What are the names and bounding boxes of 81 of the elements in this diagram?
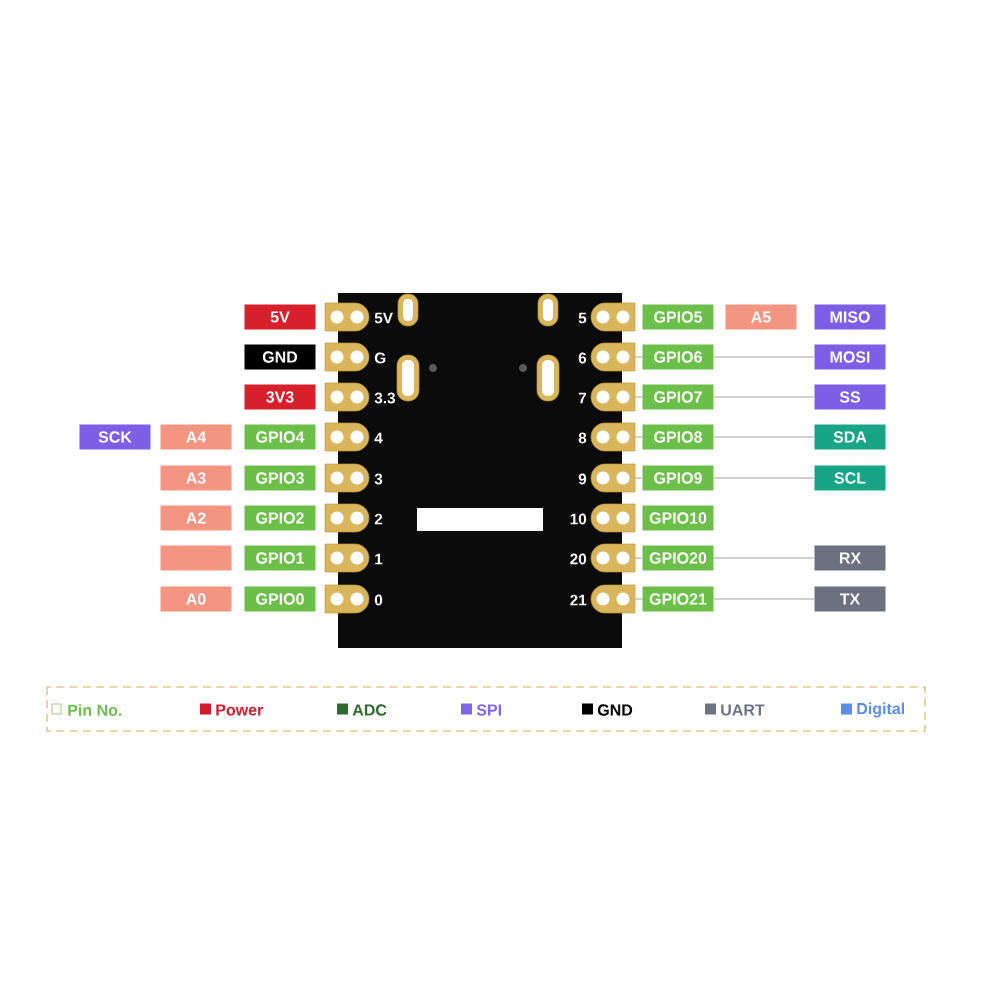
pin-label: GPIO3 — [244, 465, 316, 491]
pin-number: 8 — [578, 432, 587, 444]
connector-line — [713, 557, 815, 559]
pin-label: SDA — [814, 424, 886, 450]
pin-label: GPIO0 — [244, 586, 316, 612]
pin-pad — [324, 342, 370, 372]
pin-label: GPIO2 — [244, 505, 316, 531]
pin-label: GPIO1 — [244, 545, 316, 571]
connector-line — [634, 396, 643, 398]
connector-line — [634, 598, 643, 600]
pin-number: 6 — [578, 352, 587, 364]
pin-label: MOSI — [814, 344, 886, 370]
connector-line — [634, 477, 643, 479]
pin-number: 7 — [578, 392, 587, 404]
pin-number: 3.3 — [374, 392, 395, 404]
pin-label: GPIO7 — [642, 384, 714, 410]
pin-label: 3V3 — [244, 384, 316, 410]
pin-label: RX — [814, 545, 886, 571]
pin-number: 9 — [578, 473, 587, 485]
legend-text: Digital — [857, 702, 904, 718]
pin-label: GPIO21 — [642, 586, 714, 612]
pin-number: 1 — [375, 553, 383, 565]
pin-number: G — [374, 352, 386, 364]
legend-text: SPI — [476, 704, 501, 716]
legend-text: GND — [597, 704, 633, 716]
pin-label: GPIO20 — [642, 545, 714, 571]
connector-line — [634, 356, 643, 358]
pin-pad — [590, 382, 636, 412]
pin-label: GPIO10 — [642, 505, 714, 531]
pin-number: 21 — [570, 594, 587, 606]
pin-number: 0 — [374, 594, 383, 606]
pin-label: A4 — [160, 424, 232, 450]
connector-line — [713, 477, 815, 479]
pin-label: GPIO6 — [642, 344, 714, 370]
pin-label: SCL — [814, 465, 886, 491]
pin-number: 3 — [374, 473, 383, 485]
pin-pad — [590, 503, 636, 533]
pin-label: GPIO8 — [642, 424, 714, 450]
pin-label: GND — [244, 344, 316, 370]
blank-label — [160, 545, 232, 571]
connector-line — [634, 436, 643, 438]
pin-pad — [324, 463, 370, 493]
pin-pad — [324, 584, 370, 614]
pin-number: 10 — [570, 513, 587, 525]
legend-text: Pin No. — [68, 704, 122, 716]
legend-text: ADC — [352, 704, 387, 716]
pin-label: 5V — [244, 304, 316, 330]
legend-text: UART — [721, 704, 765, 716]
connector-line — [713, 436, 815, 438]
pin-number: 4 — [374, 432, 383, 444]
pin-pad — [590, 463, 636, 493]
pin-number: 20 — [570, 553, 587, 565]
pin-label: GPIO4 — [244, 424, 316, 450]
connector-line — [634, 557, 643, 559]
pin-pad — [324, 422, 370, 452]
pin-number: 2 — [374, 513, 383, 525]
pin-label: TX — [814, 586, 886, 612]
pin-label: A5 — [725, 304, 797, 330]
pin-label: MISO — [814, 304, 886, 330]
pin-label: GPIO5 — [642, 304, 714, 330]
pin-label: SCK — [79, 424, 151, 450]
pin-pad — [324, 382, 370, 412]
legend-text: Power — [216, 704, 264, 716]
pin-label: A3 — [160, 465, 232, 491]
pin-pad — [590, 543, 636, 573]
pin-label: SS — [814, 384, 886, 410]
pin-pad — [324, 543, 370, 573]
pin-pad — [590, 342, 636, 372]
pin-pad — [324, 503, 370, 533]
pin-label: A0 — [160, 586, 232, 612]
pin-pad — [590, 302, 636, 332]
pin-pad — [324, 302, 370, 332]
pin-pad — [590, 422, 636, 452]
pin-label: A2 — [160, 505, 232, 531]
connector-line — [713, 356, 815, 358]
pin-number: 5 — [578, 312, 587, 324]
connector-line — [713, 598, 815, 600]
connector-line — [713, 396, 815, 398]
pin-label: GPIO9 — [642, 465, 714, 491]
pin-number: 5V — [374, 312, 393, 324]
pin-pad — [590, 584, 636, 614]
